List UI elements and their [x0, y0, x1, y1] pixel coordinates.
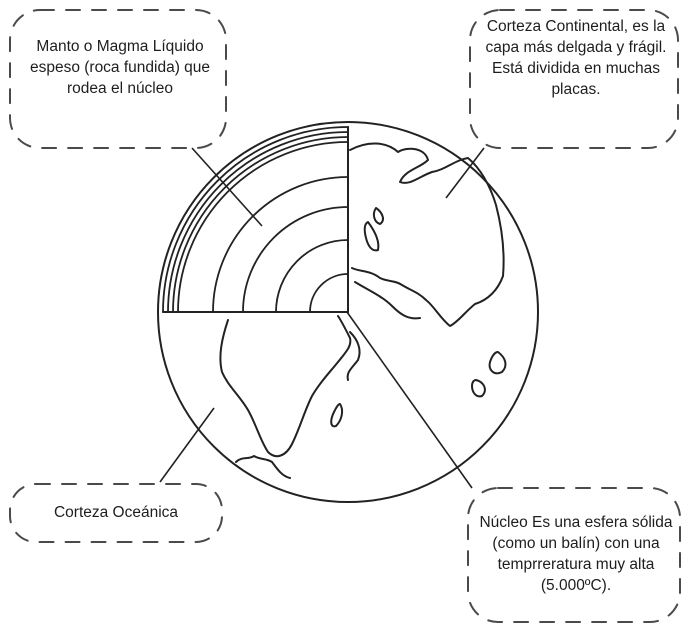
continents — [219, 142, 507, 479]
island-japan — [488, 351, 507, 375]
label-core: Núcleo Es una esfera sólida (como un bal… — [479, 514, 673, 594]
crust-arc-4 — [177, 141, 349, 313]
callout-box-continental — [469, 9, 679, 149]
continent-europe-asia — [349, 142, 505, 327]
inner-core-arc — [309, 273, 349, 313]
callout-box-core — [467, 487, 681, 623]
continent-arabia-detail — [354, 281, 421, 320]
continent-africa — [219, 315, 352, 458]
callout-box-mantle — [9, 9, 227, 149]
outer-core-arc — [275, 239, 349, 313]
crust-arc-outer — [162, 126, 349, 313]
layer-arcs — [162, 126, 349, 313]
antarctica-fragment — [235, 455, 291, 479]
island-caspian — [372, 207, 384, 225]
leader-mantle — [191, 147, 263, 227]
label-mantle: Manto o Magma Líquido espeso (roca fundi… — [29, 38, 211, 97]
island-red-sea — [363, 221, 380, 252]
island-madagascar — [330, 403, 344, 428]
leader-core — [346, 311, 473, 489]
leader-lines — [159, 147, 485, 489]
leader-oceanic — [159, 407, 215, 483]
island-east — [471, 379, 486, 398]
globe-outline — [157, 121, 539, 503]
crust-arc-3 — [172, 136, 349, 313]
earth-globe — [157, 121, 539, 503]
leader-continental — [445, 147, 485, 199]
mantle-arc-1 — [212, 176, 349, 313]
callout-box-oceanic — [9, 483, 223, 543]
crust-arc-2 — [167, 131, 349, 313]
callout-boxes — [9, 9, 681, 623]
continent-india — [346, 331, 361, 381]
mantle-arc-2 — [242, 206, 349, 313]
label-oceanic-crust: Corteza Oceánica — [53, 504, 179, 521]
label-continental-crust: Corteza Continental, es la capa más delg… — [485, 18, 667, 98]
